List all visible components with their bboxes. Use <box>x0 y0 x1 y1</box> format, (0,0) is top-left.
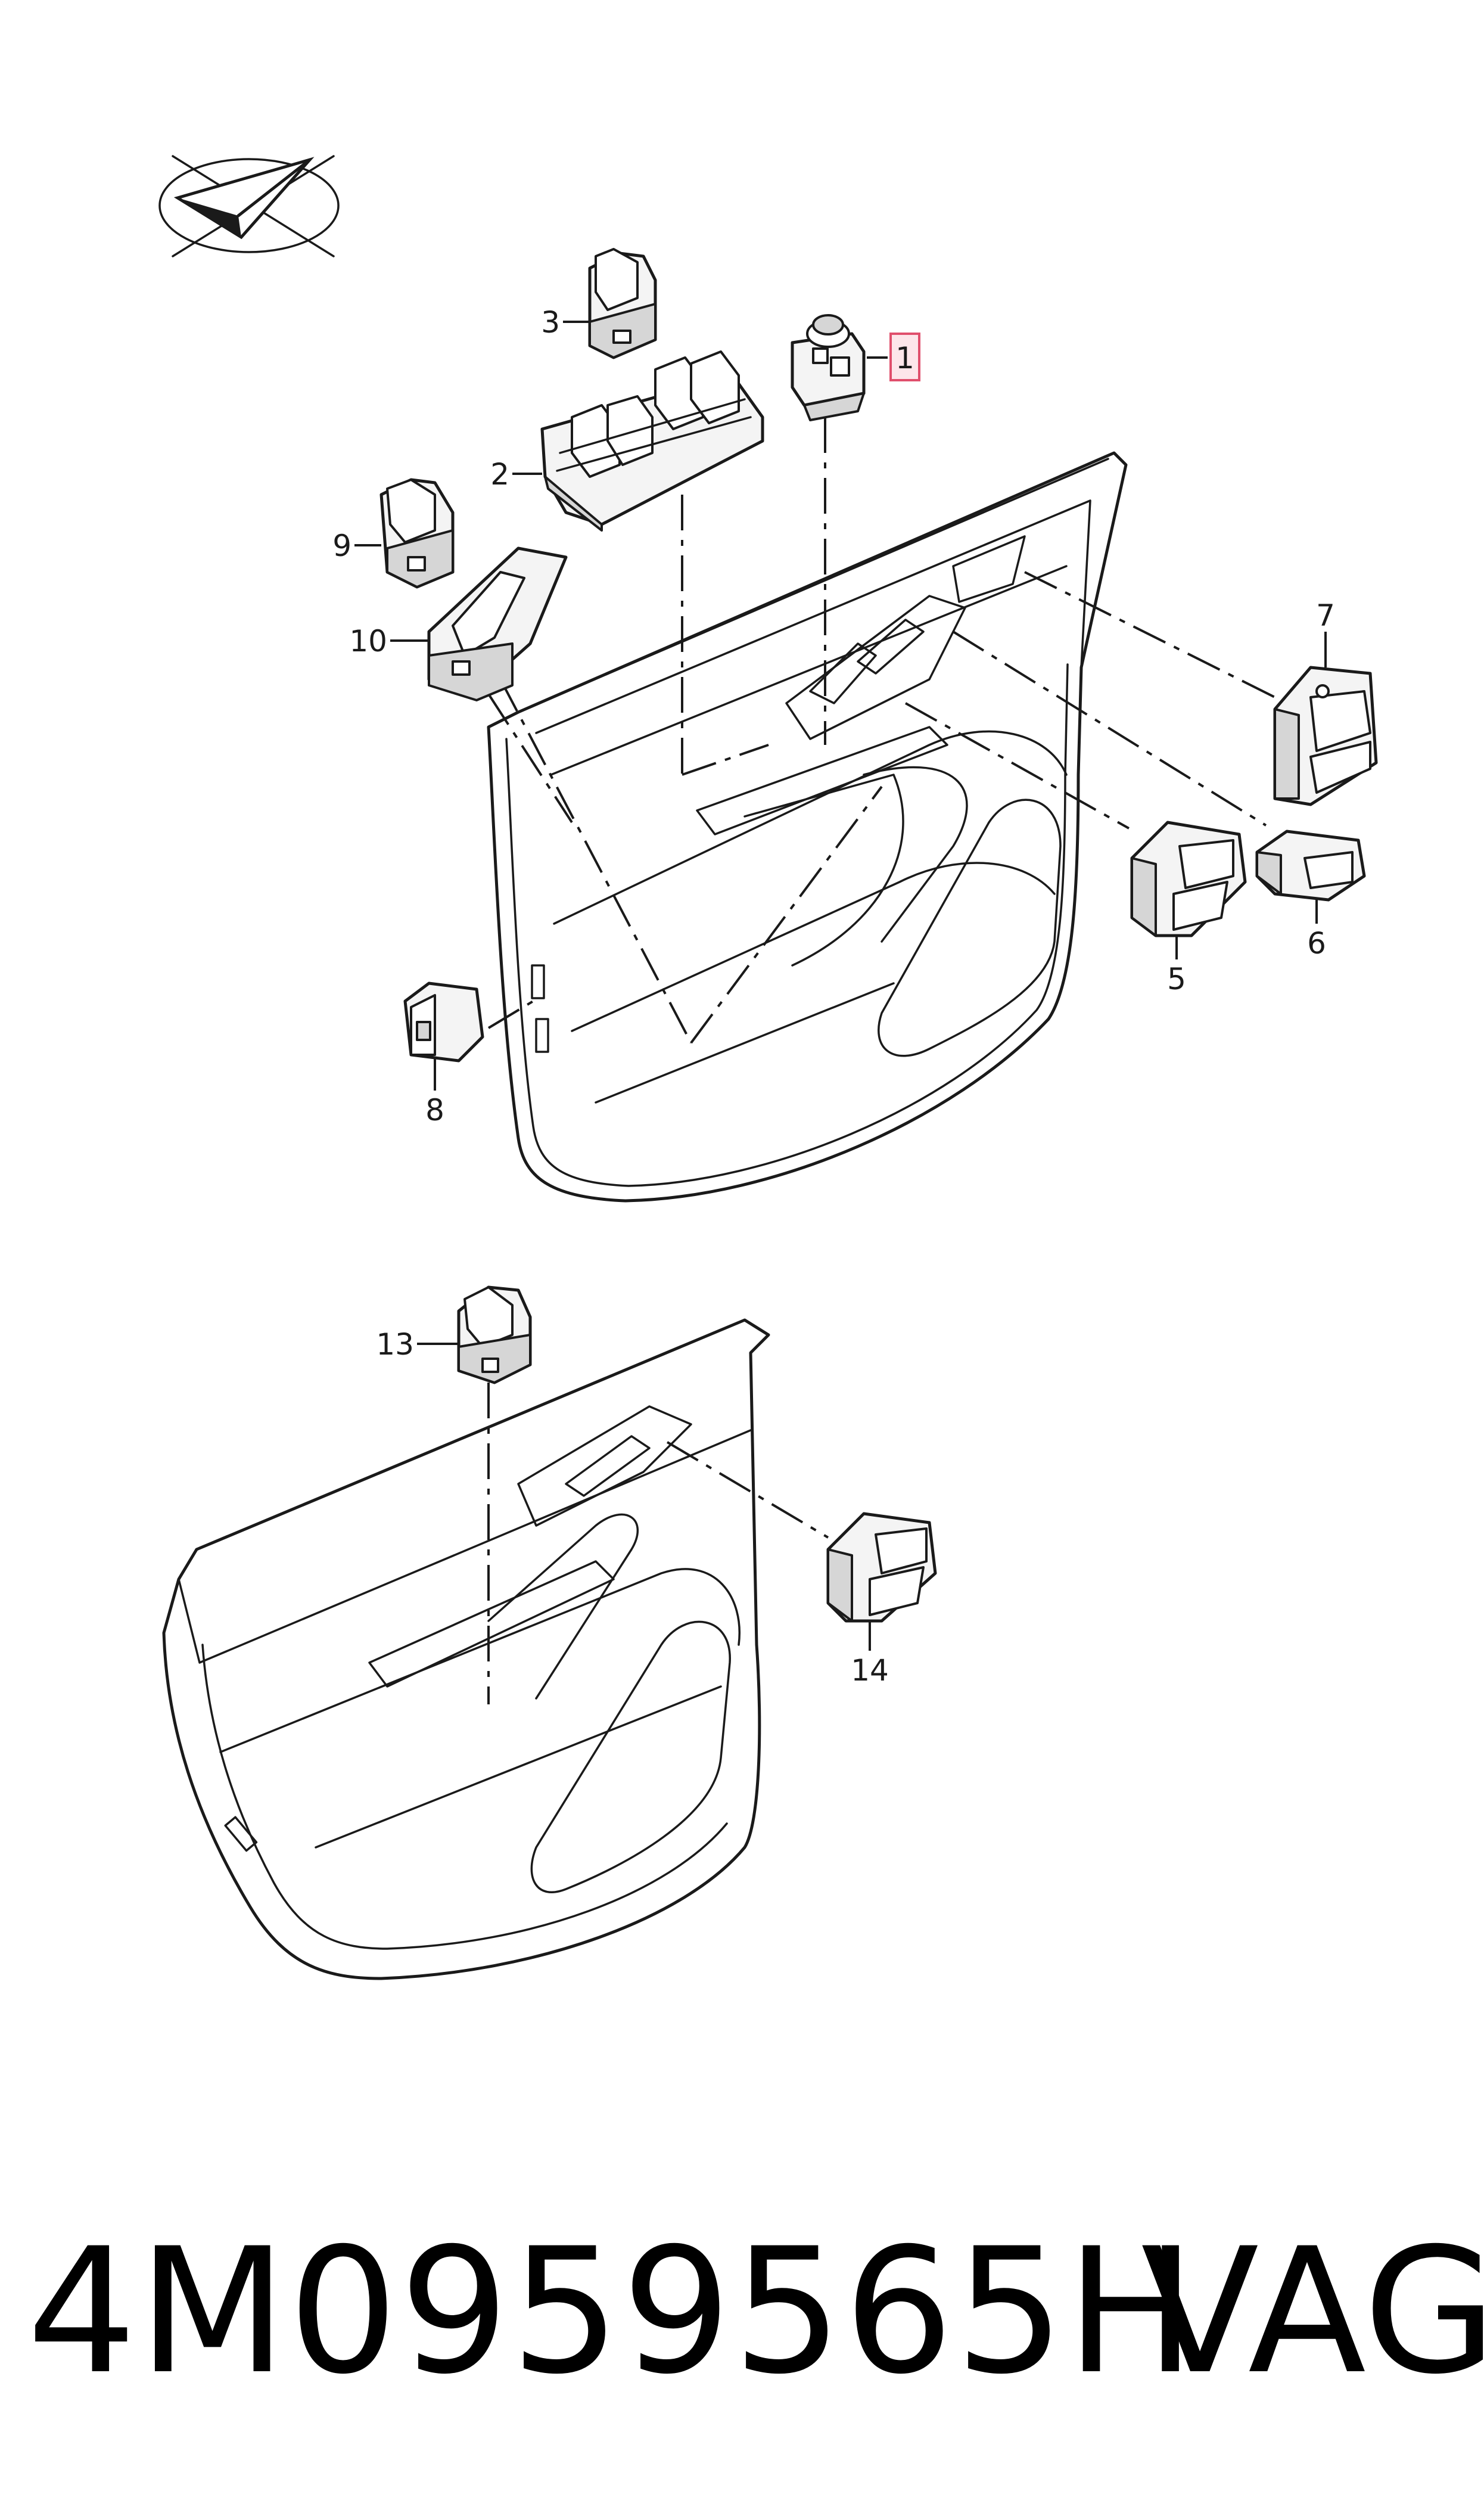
brand-label: VAG <box>1141 2211 1484 2412</box>
part-7-door-control-switch <box>1273 666 1378 806</box>
callout-9[interactable]: 9 <box>332 529 351 563</box>
rear-door-trim-panel <box>162 1318 770 1980</box>
part-8-rocker-switch <box>403 981 484 1063</box>
callout-leaders <box>354 321 1327 1651</box>
part-9-window-switch <box>379 478 455 589</box>
assembly-leader-lines <box>455 417 1275 1704</box>
callout-1[interactable]: 1 <box>895 341 914 375</box>
callout-2[interactable]: 2 <box>490 457 509 492</box>
part-2-window-switch-block <box>540 350 764 532</box>
part-3-window-switch <box>588 248 657 359</box>
part-6-small-switch <box>1255 830 1366 902</box>
callout-10[interactable]: 10 <box>349 624 387 659</box>
part-5-lock-switch <box>1130 821 1247 937</box>
callout-7[interactable]: 7 <box>1316 598 1335 633</box>
checkmark-arrow-logo-icon <box>158 155 340 257</box>
callout-13[interactable]: 13 <box>376 1327 414 1362</box>
callout-6[interactable]: 6 <box>1307 926 1326 961</box>
callout-5[interactable]: 5 <box>1167 962 1186 996</box>
part-1-highlight-box <box>889 333 920 381</box>
part-10-switch-bezel <box>427 546 568 701</box>
callout-8[interactable]: 8 <box>425 1093 444 1128</box>
part-1-mirror-adjust-switch <box>791 314 866 421</box>
callout-14[interactable]: 14 <box>851 1653 889 1688</box>
part-14-rear-lock-switch <box>826 1512 937 1623</box>
callout-3[interactable]: 3 <box>541 305 560 340</box>
part-13-rear-window-switch <box>457 1285 532 1384</box>
part-number-label: 4M0959565H <box>27 2211 1197 2412</box>
front-door-trim-panel <box>487 451 1128 1203</box>
